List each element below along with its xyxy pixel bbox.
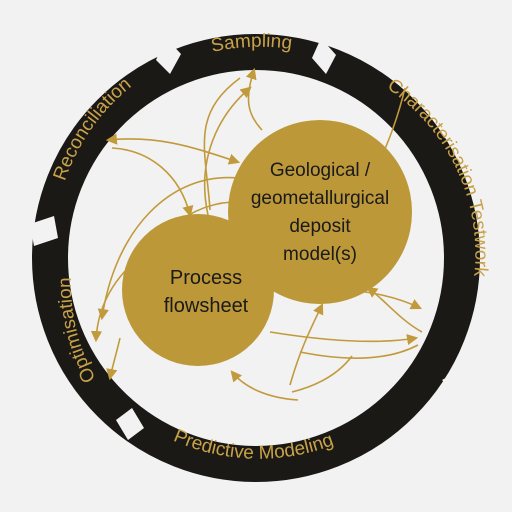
- arrow-predictive-process: [230, 370, 299, 401]
- arrow-char-lower: [299, 344, 419, 360]
- geological-line-1: Geological /: [270, 160, 371, 181]
- arrow-process-char: [269, 331, 419, 346]
- process-line-2: flowsheet: [164, 295, 249, 317]
- arrow-predictive-geological: [289, 302, 324, 386]
- label-reconciliation: Reconciliation: [50, 74, 136, 184]
- arrow-reconciliation-process: [111, 147, 194, 218]
- chevron-sampling: [156, 38, 181, 74]
- arrow-char-geological-b: [366, 286, 423, 333]
- arrow-geological-optimisation: [97, 176, 239, 321]
- chevron-optimisation: [116, 408, 144, 440]
- ring-chevrons: [30, 38, 474, 440]
- label-optimisation: Optimisation: [55, 277, 100, 386]
- arrow-predictive-right: [291, 355, 353, 393]
- arrow-reconciliation-geological: [105, 133, 241, 165]
- geological-line-2: geometallurgical: [251, 188, 389, 209]
- arrow-to-sampling: [245, 67, 263, 131]
- cycle-ring: [32, 34, 480, 482]
- geological-model-circle: [228, 120, 412, 304]
- chevron-reconciliation: [30, 216, 58, 246]
- process-flowsheet-circle: [122, 214, 274, 366]
- geological-line-3: deposit: [289, 216, 351, 237]
- process-line-1: Process: [170, 267, 242, 289]
- chevron-characterisation: [312, 38, 336, 74]
- geological-line-4: model(s): [283, 244, 357, 265]
- arrow-optimisation-down: [106, 337, 121, 381]
- chevron-predictive: [442, 370, 474, 394]
